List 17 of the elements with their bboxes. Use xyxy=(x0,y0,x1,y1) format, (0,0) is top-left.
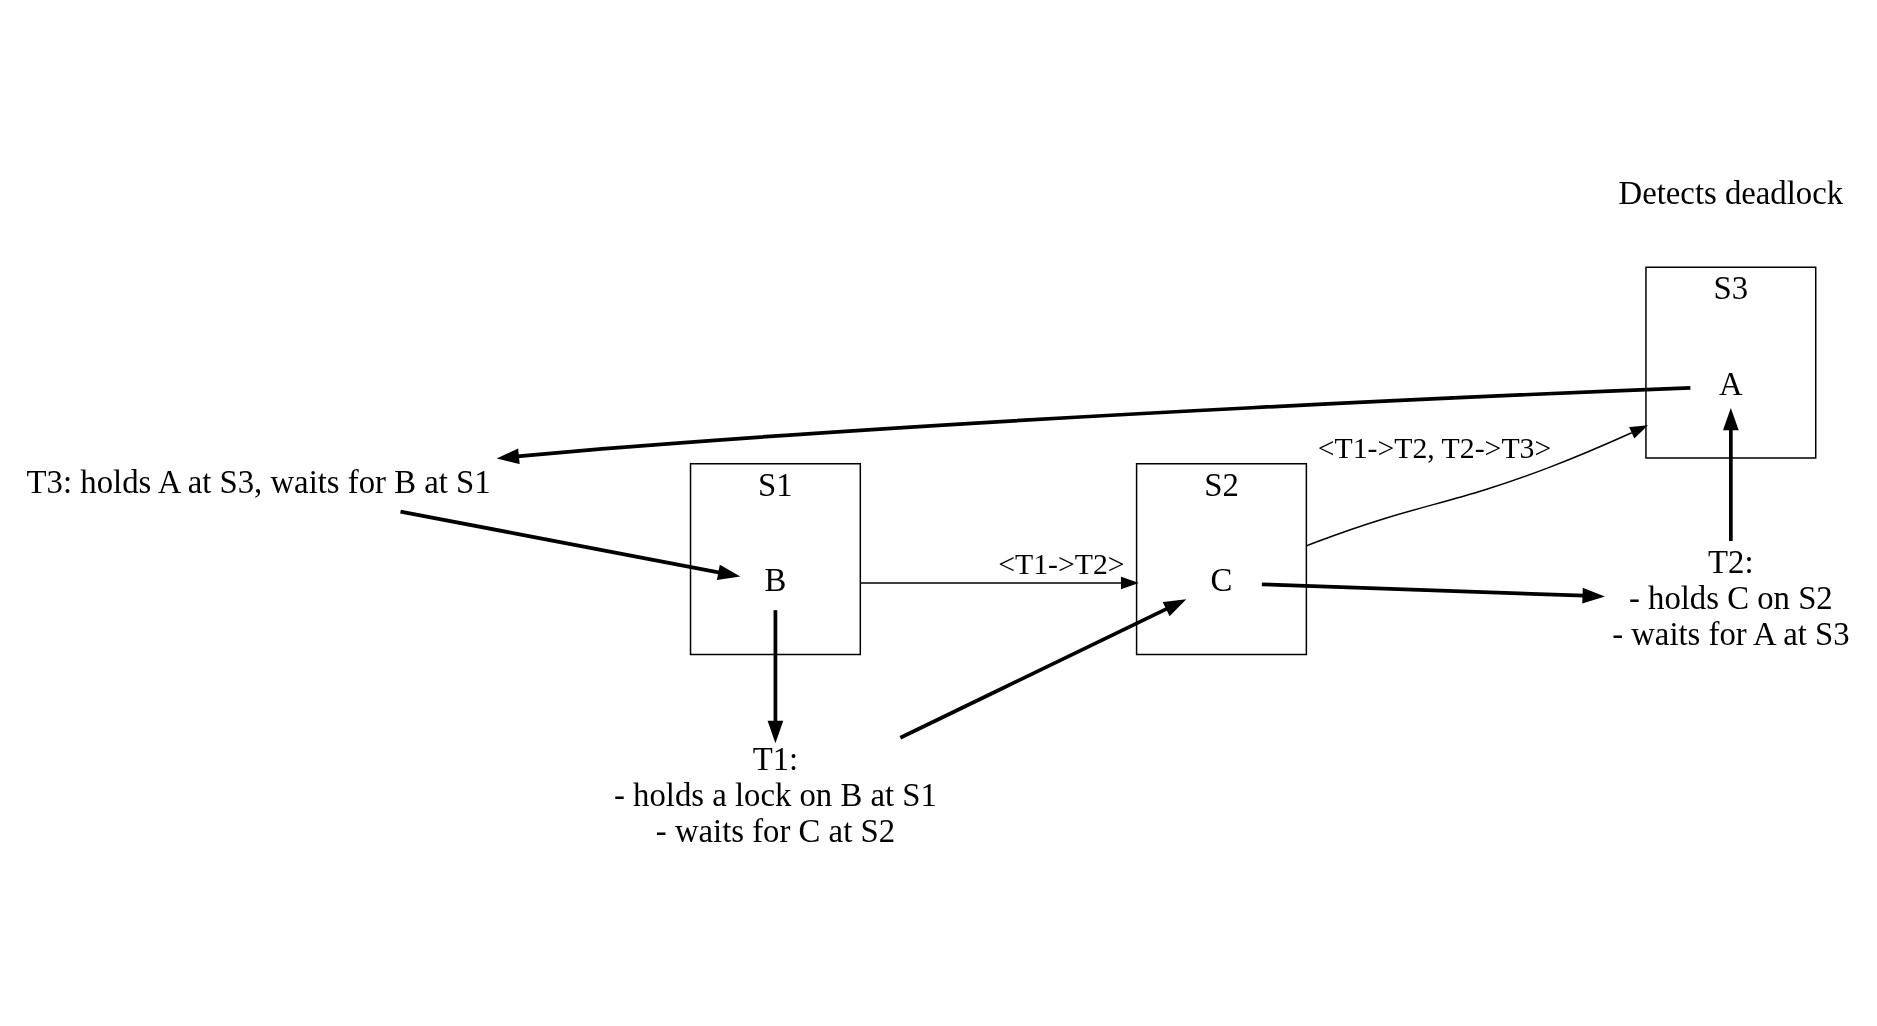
arrow xyxy=(767,610,784,744)
edge-label: <T1->T2, T2->T3> xyxy=(1317,430,1552,464)
arrow xyxy=(1723,407,1739,541)
node-text: B xyxy=(764,562,787,599)
node-text: T2: - holds C on S2 - waits for A at S3 xyxy=(1612,544,1850,652)
arrow xyxy=(1261,582,1605,604)
node-text: A xyxy=(1719,365,1743,402)
node-text: C xyxy=(1210,562,1233,599)
node-text: T1: - holds a lock on B at S1 - waits for C at S2 xyxy=(613,741,937,849)
arrow xyxy=(899,599,1187,740)
node-label: Detects deadlock xyxy=(1618,175,1844,212)
arrow xyxy=(1305,425,1648,547)
arrow xyxy=(496,386,1691,465)
arrow xyxy=(400,509,741,581)
edge-label: <T1->T2> xyxy=(998,547,1125,581)
node-text: T3: holds A at S3, waits for B at S1 xyxy=(26,464,491,501)
arrow xyxy=(859,576,1139,590)
